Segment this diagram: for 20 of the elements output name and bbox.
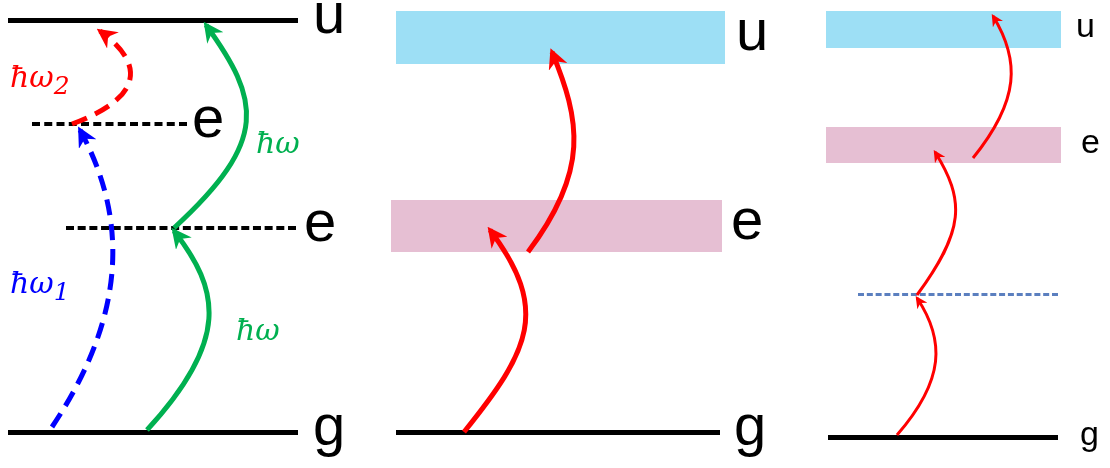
transition-arrow [49, 126, 116, 429]
transition-arrow [71, 28, 133, 127]
transition-arrow [462, 226, 529, 434]
level-label: e [192, 88, 225, 147]
transition-arrow [172, 21, 249, 230]
level-label: u [1076, 7, 1095, 42]
transition-arrow [525, 48, 577, 254]
level-label: e [304, 192, 337, 251]
level-label: e [1081, 123, 1100, 158]
level-label: g [313, 396, 346, 455]
level-label: u [313, 0, 346, 43]
transition-arrow [895, 295, 938, 436]
transition-arrow [915, 149, 958, 296]
transition-arrow [145, 227, 212, 432]
level-label: g [734, 396, 767, 455]
level-label: e [731, 190, 764, 249]
virtual-level-line [858, 292, 1058, 296]
level-label: g [1080, 415, 1099, 450]
transition-arrow [971, 13, 1013, 159]
level-label: u [736, 1, 769, 60]
